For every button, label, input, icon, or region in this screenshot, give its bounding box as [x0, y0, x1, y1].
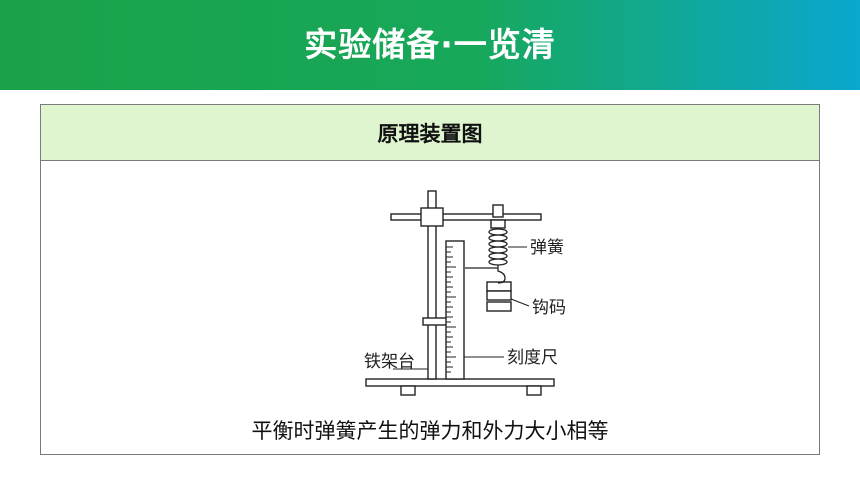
table-body: 弹簧 钩码 刻度尺 铁架台 平衡时弹簧产生的弹力和外力大小相等: [41, 161, 819, 455]
ruler-ticks: [446, 246, 456, 373]
ruler-label: 刻度尺: [507, 348, 558, 368]
base-plate: [365, 378, 555, 387]
weight-3: [486, 301, 512, 312]
weights-label: 钩码: [532, 298, 566, 318]
spring-label: 弹簧: [530, 238, 564, 258]
title-banner: 实验储备·一览清: [0, 0, 860, 90]
apparatus-diagram: 弹簧 钩码 刻度尺 铁架台: [364, 190, 566, 396]
base-foot-right: [526, 385, 542, 396]
stand-arm: [390, 213, 542, 221]
stand-pole: [427, 190, 437, 380]
principle-table: 原理装置图: [40, 104, 820, 455]
spring-top-block: [490, 219, 506, 229]
spring-coils: [465, 228, 508, 284]
stand-label: 铁架台: [364, 352, 415, 372]
base-foot-left: [400, 385, 416, 396]
principle-caption: 平衡时弹簧产生的弹力和外力大小相等: [251, 419, 609, 443]
hook: [497, 265, 506, 284]
banner-title: 实验储备·一览清: [304, 25, 556, 64]
ruler: [445, 240, 465, 380]
clamp-block: [420, 207, 444, 227]
table-header-label: 原理装置图: [377, 121, 483, 146]
table-header: 原理装置图: [41, 105, 819, 161]
spring-hanger: [492, 204, 504, 218]
weights-leader: [510, 298, 530, 307]
weight-2: [486, 290, 512, 301]
